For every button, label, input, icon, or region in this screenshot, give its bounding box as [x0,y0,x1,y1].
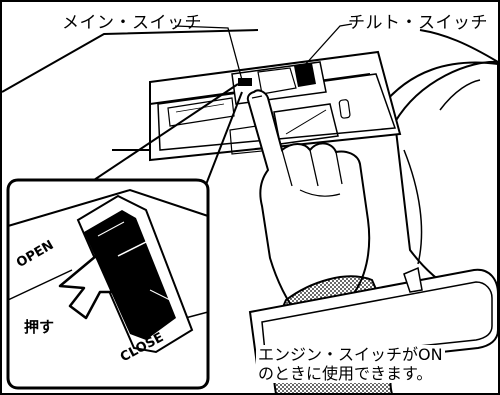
push-arrow [58,254,114,320]
zoom-inset [6,178,210,390]
zoom-connector [87,83,243,201]
main-switch-knob [238,78,252,86]
main-switch-rocker [84,210,176,340]
tilt-switch-knob [294,63,316,87]
windshield [393,60,499,302]
leader-lines [174,23,353,81]
usage-note-line-2: のときに使用できます。 [258,364,433,383]
main-switch-label: メイン・スイッチ [62,13,202,33]
usage-note: エンジン・スイッチがON のときに使用できます。 [256,345,445,383]
tilt-switch-label: チルト・スイッチ [348,13,488,33]
push-label: 押す [24,318,55,336]
usage-note-line-1: エンジン・スイッチがON [258,345,443,364]
hand [246,89,371,320]
